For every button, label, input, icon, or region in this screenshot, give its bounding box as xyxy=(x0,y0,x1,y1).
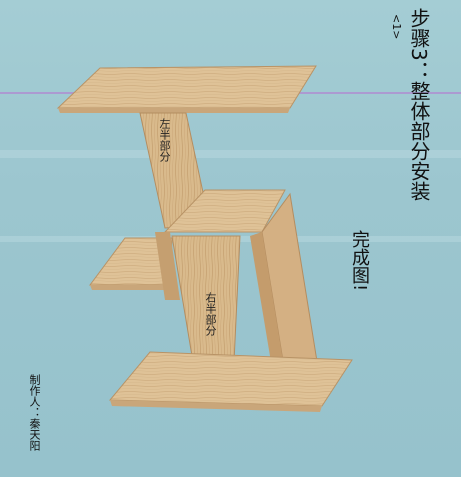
small-left-shelf-edge xyxy=(90,285,170,290)
bottom-shelf xyxy=(108,351,353,407)
author-credit: 制作人：秦天阳 xyxy=(28,374,41,451)
top-shelf-edge xyxy=(58,108,290,113)
step-number: <1> xyxy=(390,14,403,40)
left-support xyxy=(155,232,180,300)
right-half-label: 右半部分 xyxy=(204,292,217,336)
bottom-shelf-edge xyxy=(110,400,322,412)
top-shelf xyxy=(56,65,317,109)
left-half-label: 左半部分 xyxy=(158,118,171,162)
completed-caption: 完成图! xyxy=(349,230,370,292)
scan-line-light xyxy=(0,150,461,158)
step-title: 步骤3：整体部分安装 xyxy=(407,8,431,201)
